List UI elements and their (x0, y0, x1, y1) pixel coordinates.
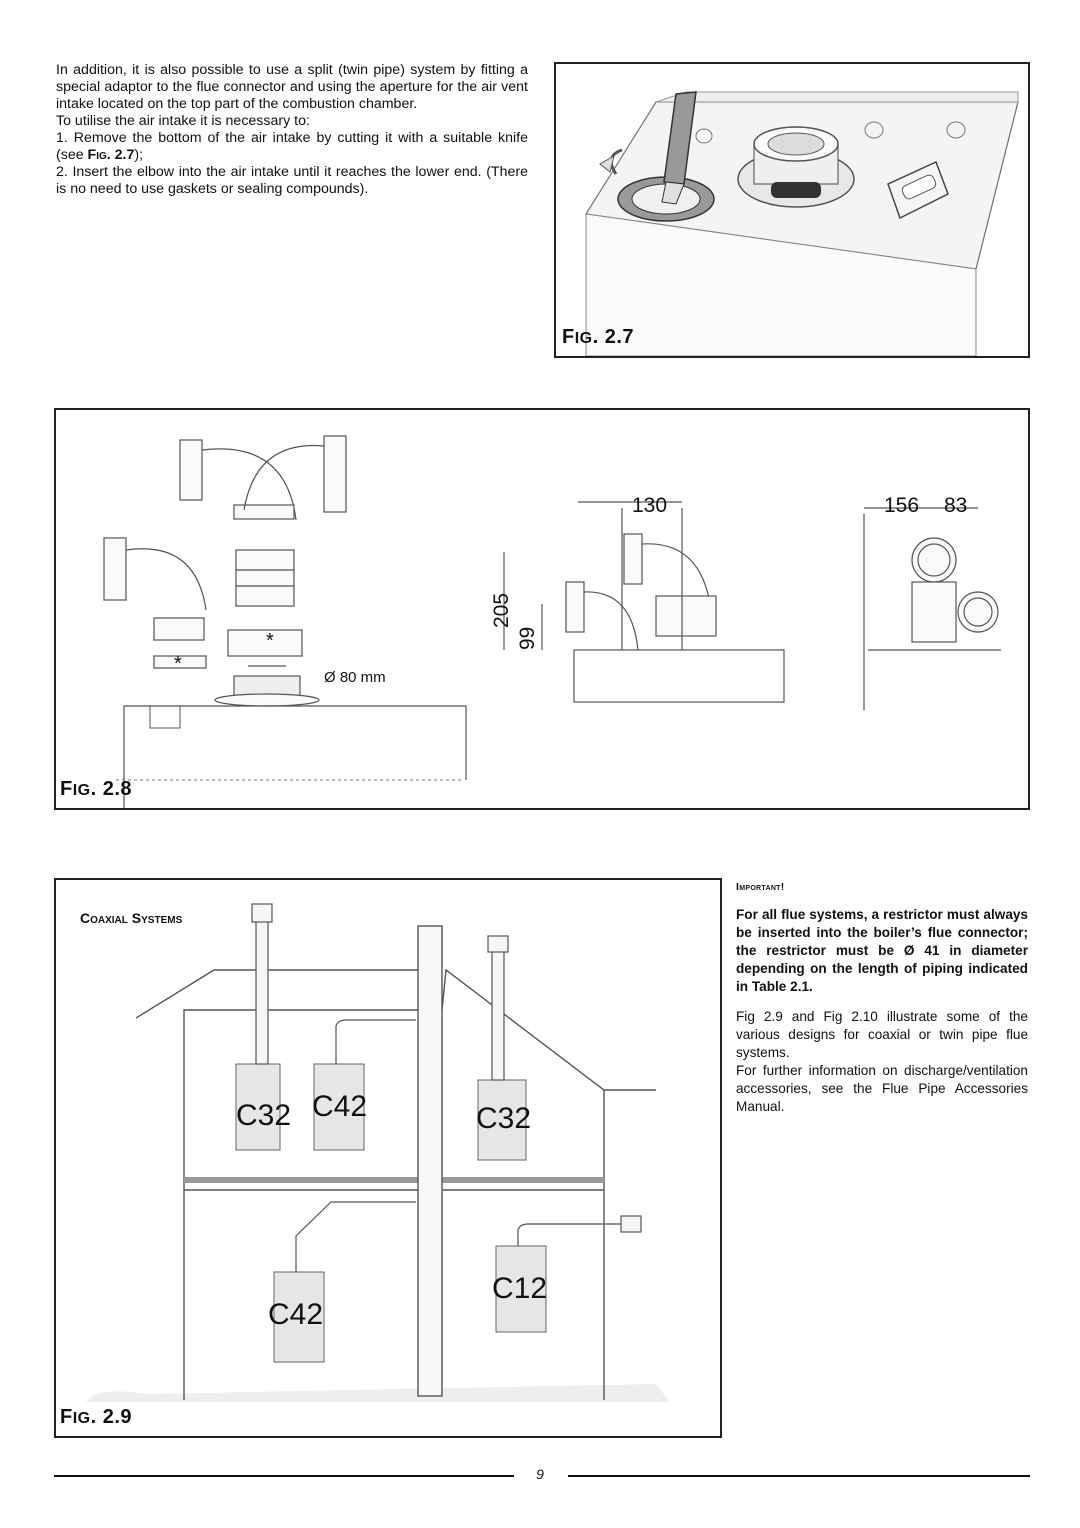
dimension-130: 130 (632, 494, 667, 517)
intro-step-2: 2. Insert the elbow into the air intake … (56, 164, 528, 197)
important-note: Important! For all flue systems, a restr… (736, 878, 1028, 1116)
label-c42-top: C42 (312, 1090, 367, 1123)
coaxial-systems-title: Coaxial Systems (80, 910, 183, 926)
boiler-front-face (585, 213, 977, 356)
intro-paragraph: In addition, it is also possible to use … (56, 62, 528, 112)
svg-text:*: * (266, 630, 274, 652)
diameter-label: Ø 80 mm (324, 669, 386, 686)
dimension-diagram (503, 501, 785, 703)
dimension-156: 156 (884, 494, 919, 517)
footer-rule-right (568, 1475, 1030, 1477)
boiler-top-illustration (585, 91, 1019, 356)
important-paragraph-1: Fig 2.9 and Fig 2.10 illustrate some of … (736, 1009, 1028, 1060)
figure-2-8: * * Ø 80 mm 130 205 99 (54, 408, 1030, 810)
label-c42-bottom: C42 (268, 1298, 323, 1331)
step-1-text: 1. Remove the bottom of the air intake b… (56, 130, 528, 163)
intro-instruction: To utilise the air intake it is necessar… (56, 113, 310, 129)
wall-diagram (863, 507, 1001, 710)
intro-step-1: 1. Remove the bottom of the air intake b… (56, 130, 528, 164)
figure-2-9-label: FIG. 2.9 (60, 1406, 133, 1428)
important-paragraph-2: For further information on discharge/ven… (736, 1063, 1028, 1114)
fig-2-8-illustration: * * Ø 80 mm 130 205 99 (103, 435, 1001, 808)
figure-2-7-label: FIG. 2.7 (562, 326, 635, 348)
label-c32-right: C32 (476, 1102, 531, 1135)
page-number: 9 (536, 1466, 544, 1482)
figure-2-7: FIG. 2.7 (554, 62, 1030, 358)
house-structure (135, 925, 656, 1400)
label-c12: C12 (492, 1272, 547, 1305)
svg-text:*: * (174, 653, 182, 675)
footer-rule-left (54, 1475, 514, 1477)
step-1-figure-ref: Fig. 2.7 (87, 147, 135, 163)
boilers (235, 1063, 547, 1363)
important-heading: Important! (736, 881, 785, 893)
dimension-99: 99 (516, 627, 539, 650)
step-1-end: ); (134, 147, 144, 163)
label-c32-left: C32 (236, 1099, 291, 1132)
important-restrictor-text: For all flue systems, a restrictor must … (736, 907, 1028, 994)
flue-pipes (251, 903, 642, 1272)
dimension-83: 83 (944, 494, 967, 517)
house-flue-illustration: C32 C42 C32 C42 C12 (86, 903, 670, 1402)
elbow-assembly-left (103, 435, 347, 707)
figure-2-8-label: FIG. 2.8 (60, 778, 133, 800)
figure-2-9: Coaxial Systems (54, 878, 722, 1438)
intro-text: In addition, it is also possible to use … (56, 62, 528, 198)
dimension-205: 205 (490, 593, 513, 628)
